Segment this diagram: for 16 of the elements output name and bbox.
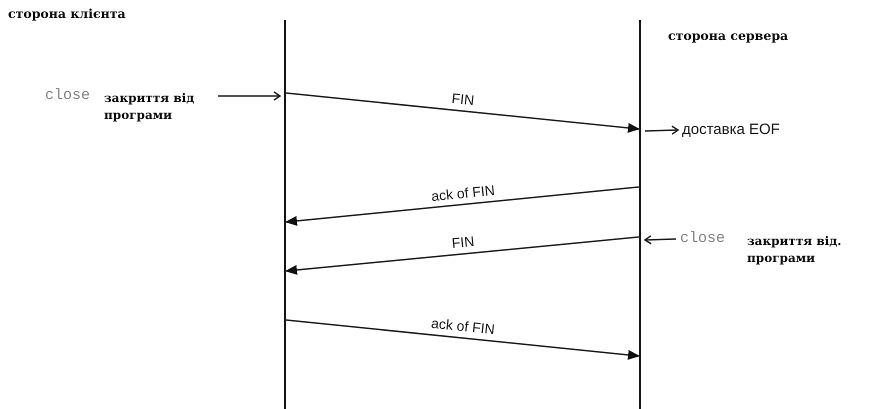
- function-call: close: [45, 87, 90, 105]
- function-call: close: [680, 230, 726, 248]
- arrow: [644, 235, 676, 245]
- note-text: закриття від. програми: [747, 233, 842, 267]
- arrow: [286, 319, 640, 360]
- arrow: [285, 236, 640, 275]
- arrow: [285, 186, 640, 226]
- lifeline: [284, 20, 286, 409]
- note-text: закриття від програми: [104, 90, 196, 124]
- arrow: [286, 92, 640, 133]
- lifeline: [639, 20, 641, 409]
- arrow: [218, 91, 281, 101]
- event-text: доставка EOF: [682, 121, 780, 139]
- side-heading: сторона сервера: [668, 28, 788, 43]
- side-heading: сторона клієнта: [8, 6, 126, 21]
- arrow: [644, 125, 679, 135]
